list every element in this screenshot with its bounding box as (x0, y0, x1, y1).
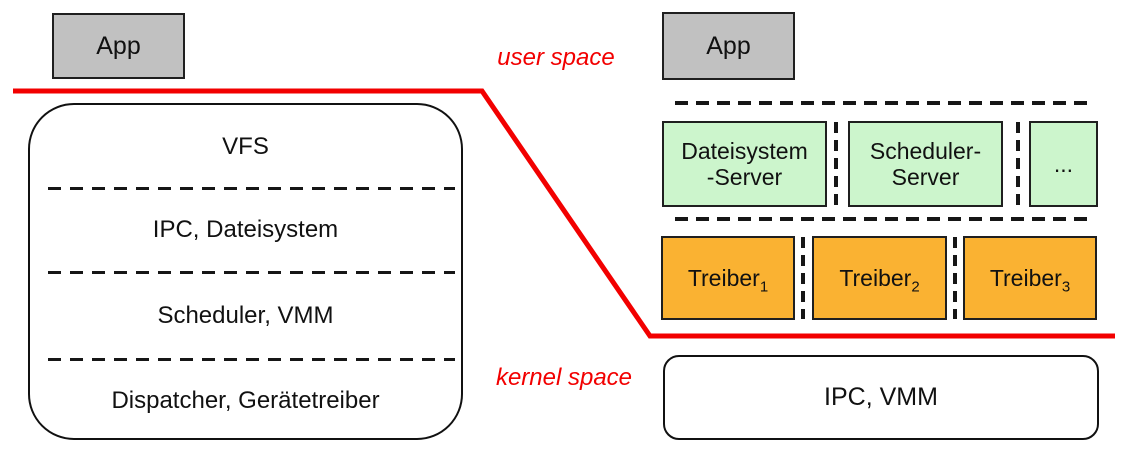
driver-subscript: 2 (911, 278, 920, 296)
treiber-1-box: Treiber1 (661, 236, 795, 320)
app-server-divider-dashed (675, 101, 1090, 105)
driver-base: Treiber (989, 264, 1062, 291)
treiber-3-box: Treiber3 (963, 236, 1097, 320)
other-servers-label: ... (1053, 150, 1074, 177)
scheduler-server-box: Scheduler- Server (848, 121, 1003, 207)
kernel-layer-scheduler-vmm: Scheduler, VMM (157, 301, 334, 329)
microkernel-label: IPC, VMM (824, 383, 938, 412)
dateisystem-server-box: Dateisystem -Server (662, 121, 827, 207)
kernel-space-label: kernel space (495, 364, 633, 391)
right-app-box: App (662, 12, 795, 80)
microkernel-box: IPC, VMM (663, 355, 1099, 440)
server-separator-dashed (834, 122, 838, 206)
driver-separator-dashed (953, 237, 957, 319)
right-app-label: App (706, 31, 751, 60)
treiber-1-label: Treiber1 (687, 264, 768, 295)
server-driver-divider-dashed (675, 217, 1090, 221)
driver-separator-dashed (801, 237, 805, 319)
treiber-2-box: Treiber2 (812, 236, 947, 320)
driver-base: Treiber (687, 264, 760, 291)
dateisystem-server-label: Dateisystem -Server (681, 138, 808, 191)
server-label-line2: -Server (706, 164, 783, 190)
server-label-line2: Server (891, 164, 960, 190)
driver-subscript: 1 (759, 278, 769, 296)
kernel-layer-vfs: VFS (222, 132, 269, 160)
server-label-line1: Scheduler- (869, 137, 982, 164)
user-space-label: user space (497, 44, 615, 71)
kernel-layer-ipc-dateisystem: IPC, Dateisystem (152, 216, 339, 244)
left-app-label: App (96, 31, 141, 60)
driver-subscript: 3 (1061, 278, 1071, 296)
driver-base: Treiber (839, 264, 912, 291)
server-label-line1: Dateisystem (681, 137, 808, 164)
treiber-2-label: Treiber2 (839, 264, 919, 295)
server-separator-dashed (1016, 122, 1020, 206)
layer-divider-dashed (48, 187, 455, 190)
monolithic-kernel-box: VFS IPC, Dateisystem Scheduler, VMM Disp… (28, 103, 463, 440)
other-servers-box: ... (1029, 121, 1098, 207)
left-app-box: App (52, 13, 185, 79)
layer-divider-dashed (48, 271, 455, 274)
treiber-3-label: Treiber3 (989, 264, 1070, 295)
kernel-layer-dispatcher-geraetetreiber: Dispatcher, Gerätetreiber (111, 386, 380, 414)
scheduler-server-label: Scheduler- Server (870, 138, 981, 191)
layer-divider-dashed (48, 358, 455, 361)
